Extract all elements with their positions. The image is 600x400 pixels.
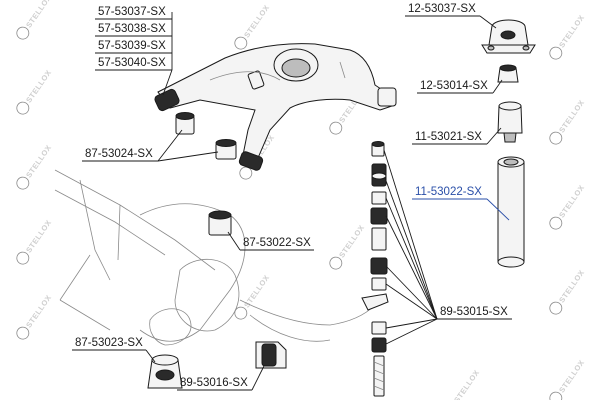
watermark-text: STELLOX	[452, 368, 481, 400]
arm-bushings	[175, 112, 237, 160]
label-arm-4: 57-53040-SX	[98, 57, 166, 69]
watermark-text: STELLOX	[557, 268, 586, 304]
label-arm-3: 57-53039-SX	[98, 40, 166, 52]
upper-control-arm	[154, 43, 397, 171]
watermark-text: STELLOX	[557, 183, 586, 219]
watermark-text: STELLOX	[557, 358, 586, 394]
watermark-text: STELLOX	[24, 0, 53, 29]
label-bump-stop: 12-53014-SX	[420, 80, 488, 92]
watermark-text: STELLOX	[24, 293, 53, 329]
watermark-text: STELLOX	[242, 3, 271, 39]
bump-stop	[497, 64, 519, 83]
watermark-text: STELLOX	[242, 273, 271, 309]
label-stab-bushing: 89-53016-SX	[180, 377, 248, 389]
stabilizer-link-kit	[361, 141, 389, 397]
lower-bushing	[147, 354, 183, 389]
knuckle-bushing	[208, 210, 232, 236]
watermark-text: STELLOX	[557, 98, 586, 134]
watermark-text: STELLOX	[24, 143, 53, 179]
strut-mount	[481, 19, 536, 54]
watermark-text: STELLOX	[24, 68, 53, 104]
watermark-text: STELLOX	[337, 223, 366, 259]
label-lower-bushing: 87-53023-SX	[75, 337, 143, 349]
watermark-text: STELLOX	[24, 218, 53, 254]
part-labels: 57-53037-SX 57-53038-SX 57-53039-SX 57-5…	[72, 3, 512, 391]
shock-boot	[497, 101, 523, 143]
label-knuckle-bushing: 87-53022-SX	[243, 237, 311, 249]
label-arm-2: 57-53038-SX	[98, 23, 166, 35]
label-shock-boot: 11-53021-SX	[415, 131, 482, 143]
label-link-kit: 89-53015-SX	[440, 306, 508, 318]
label-dust-cover: 11-53022-SX	[415, 186, 482, 198]
stabilizer-bushing	[255, 341, 287, 369]
label-arm-bushing: 87-53024-SX	[85, 148, 153, 160]
subframe-outline	[54, 169, 376, 346]
dust-cover	[497, 156, 525, 268]
label-arm-1: 57-53037-SX	[98, 6, 166, 18]
label-mount: 12-53037-SX	[408, 3, 476, 15]
watermark-text: STELLOX	[557, 13, 586, 49]
